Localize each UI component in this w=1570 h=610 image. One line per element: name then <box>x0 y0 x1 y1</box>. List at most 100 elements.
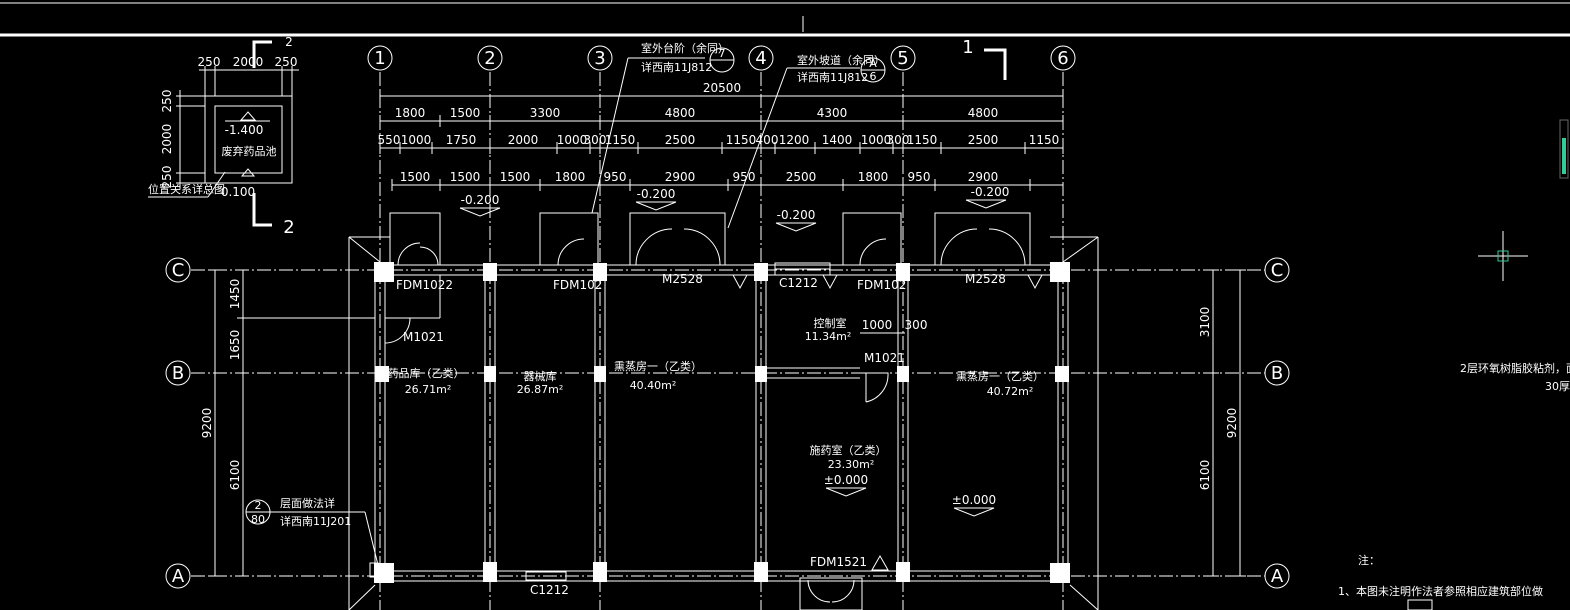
door-label-fdm1521: FDM1521 <box>810 555 867 569</box>
room-r4-dim2: 300 <box>905 318 928 332</box>
grid-bubble-a-right: A <box>1271 566 1284 587</box>
dim-r2-3: 2000 <box>508 133 539 147</box>
level-m1: -0.200 <box>461 193 500 207</box>
level-m2: -0.200 <box>637 187 676 201</box>
dim-r2-4: 1000 <box>557 133 588 147</box>
pit-dim-left-2: 250 <box>160 166 174 189</box>
dimension-chain-right: 3100 6100 9200 <box>1198 269 1246 577</box>
callout-wall-ref: 详西南11J201 <box>280 514 351 528</box>
callouts: 室外台阶（余同） 详西南11J812 7 室外坡道（余同） 详西南11J812 … <box>245 41 886 566</box>
pit-name: 废弃药品池 <box>222 144 277 158</box>
pit-dim-top-1: 2000 <box>233 55 264 69</box>
dim-r2-5: 300 <box>584 133 607 147</box>
dim-r3-4: 950 <box>604 170 627 184</box>
column <box>483 263 497 281</box>
dim-r3-7: 2500 <box>786 170 817 184</box>
callout-ramp-letter: A <box>869 57 877 70</box>
dim-right-total: 9200 <box>1225 408 1239 439</box>
interior-walls <box>385 270 909 576</box>
room-r6-area: 40.72m² <box>987 385 1034 398</box>
dimension-chain-top: 20500 1800 1500 3300 4800 4300 4800 550 … <box>378 81 1064 191</box>
door-label-m1021a: M1021 <box>403 330 444 344</box>
note-side-line2: 30厚 <box>1545 380 1570 393</box>
pit-dim-top-0: 250 <box>198 55 221 69</box>
dim-r3-3: 1800 <box>555 170 586 184</box>
door-label-fdm102a: FDM102 <box>553 278 602 292</box>
column <box>897 366 909 382</box>
room-r2-area: 26.87m² <box>517 383 564 396</box>
dim-r3-8: 1800 <box>858 170 889 184</box>
dim-r2-11: 1400 <box>822 133 853 147</box>
column <box>896 263 910 281</box>
grid-bubble-5: 5 <box>897 48 908 69</box>
door-label-fdm1022: FDM1022 <box>396 278 453 292</box>
room-r3-area: 40.40m² <box>630 379 677 392</box>
room-r4-area: 11.34m² <box>805 330 852 343</box>
dim-r3-10: 2900 <box>968 170 999 184</box>
dim-r3-9: 950 <box>908 170 931 184</box>
grid-bubble-b-right: B <box>1271 363 1283 384</box>
pit-level: -1.400 <box>225 123 264 137</box>
dim-r3-6: 950 <box>733 170 756 184</box>
column <box>374 563 394 583</box>
dim-r2-16: 1150 <box>1029 133 1060 147</box>
callout-ramp-ref: 详西南11J812 <box>797 70 868 84</box>
pit-note: 位置关系详总图 <box>148 182 225 196</box>
dim-r2-2: 1750 <box>446 133 477 147</box>
dim-r2-10: 1200 <box>779 133 810 147</box>
grid-bubble-3: 3 <box>594 48 605 69</box>
section-markers: 1 2 2 <box>252 35 1007 238</box>
dim-r1-4: 4300 <box>817 106 848 120</box>
callout-wall-num: 2 <box>255 499 262 512</box>
dim-r1-0: 1800 <box>395 106 426 120</box>
dim-r1-2: 3300 <box>530 106 561 120</box>
crosshair-cursor[interactable] <box>1478 231 1528 281</box>
grid-bubble-c-left: C <box>172 260 185 281</box>
pit-detail: 250 2000 250 250 2000 250 -1.400 废弃药品池 0… <box>148 55 299 199</box>
level-m3: -0.200 <box>777 208 816 222</box>
dim-r2-8: 1150 <box>726 133 757 147</box>
scrollbar-right[interactable] <box>1559 119 1569 179</box>
grid-bubble-1: 1 <box>374 48 385 69</box>
column <box>593 562 607 582</box>
column <box>374 262 394 282</box>
room-labels: 药品库（乙类） 26.71m² 器械库 26.87m² 熏蒸房一（乙类） 40.… <box>388 316 1045 471</box>
dim-left-seg-0: 1450 <box>228 279 242 310</box>
callout-wall-den: 80 <box>251 513 265 526</box>
exterior-walls <box>374 264 1069 582</box>
column <box>755 366 767 382</box>
room-r3-name: 熏蒸房一（乙类） <box>614 359 702 373</box>
dim-r3-5: 2900 <box>665 170 696 184</box>
room-r5-name: 施药室（乙类） <box>810 443 887 457</box>
door-label-m2528a: M2528 <box>662 272 703 286</box>
column <box>375 366 389 382</box>
room-r1-area: 26.71m² <box>405 383 452 396</box>
doors-south <box>369 554 889 610</box>
dim-r2-6: 1150 <box>605 133 636 147</box>
dimension-chain-left: 9200 1450 1650 6100 <box>200 269 375 577</box>
doors-north <box>389 212 1043 290</box>
pit-base-level: 0.100 <box>221 185 255 199</box>
building-outline <box>348 236 1099 610</box>
callout-ramp-num: 6 <box>870 70 877 83</box>
column <box>483 562 497 582</box>
section-2-bottom-label: 2 <box>283 217 294 238</box>
dim-left-total: 9200 <box>200 408 214 439</box>
column <box>754 263 768 281</box>
level-m4: -0.200 <box>971 185 1010 199</box>
grid-bubbles-side: C B A C B A <box>165 257 1290 589</box>
door-label-c1212b: C1212 <box>530 583 569 597</box>
note-head: 注： <box>1358 553 1380 567</box>
door-label-m2528b: M2528 <box>965 272 1006 286</box>
room-r1-name: 药品库（乙类） <box>388 366 465 380</box>
dim-r2-12: 1000 <box>861 133 892 147</box>
column <box>1055 366 1069 382</box>
grid-bubble-a-left: A <box>172 566 185 587</box>
callout-stair-title: 室外台阶（余同） <box>641 41 729 55</box>
room-r6-name: 熏蒸房一（乙类） <box>956 369 1044 383</box>
dim-r1-1: 1500 <box>450 106 481 120</box>
dim-r1-5: 4800 <box>968 106 999 120</box>
dim-right-seg-1: 6100 <box>1198 460 1212 491</box>
room-r4-name: 控制室 <box>814 316 847 330</box>
